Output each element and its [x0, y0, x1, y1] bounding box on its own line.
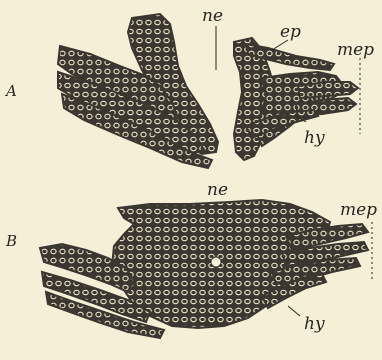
panel-a-hy-label: hy: [304, 130, 325, 147]
panel-b-neural-canal: [211, 257, 221, 267]
panel-b-hy-label: hy: [304, 316, 325, 333]
panel-a-ep-label: ep: [280, 24, 301, 41]
panel-a-letter: A: [6, 84, 17, 99]
panel-a-ne-label: ne: [202, 8, 223, 25]
panel-b-hy-leader: [288, 306, 300, 316]
panel-b-mep-label: mep: [340, 202, 377, 219]
panel-b-ne-label: ne: [207, 182, 228, 199]
panel-b-letter: B: [6, 234, 17, 249]
panel-a-mep-label: mep: [337, 42, 374, 59]
panel-a-right-arm-upper: [298, 82, 358, 98]
